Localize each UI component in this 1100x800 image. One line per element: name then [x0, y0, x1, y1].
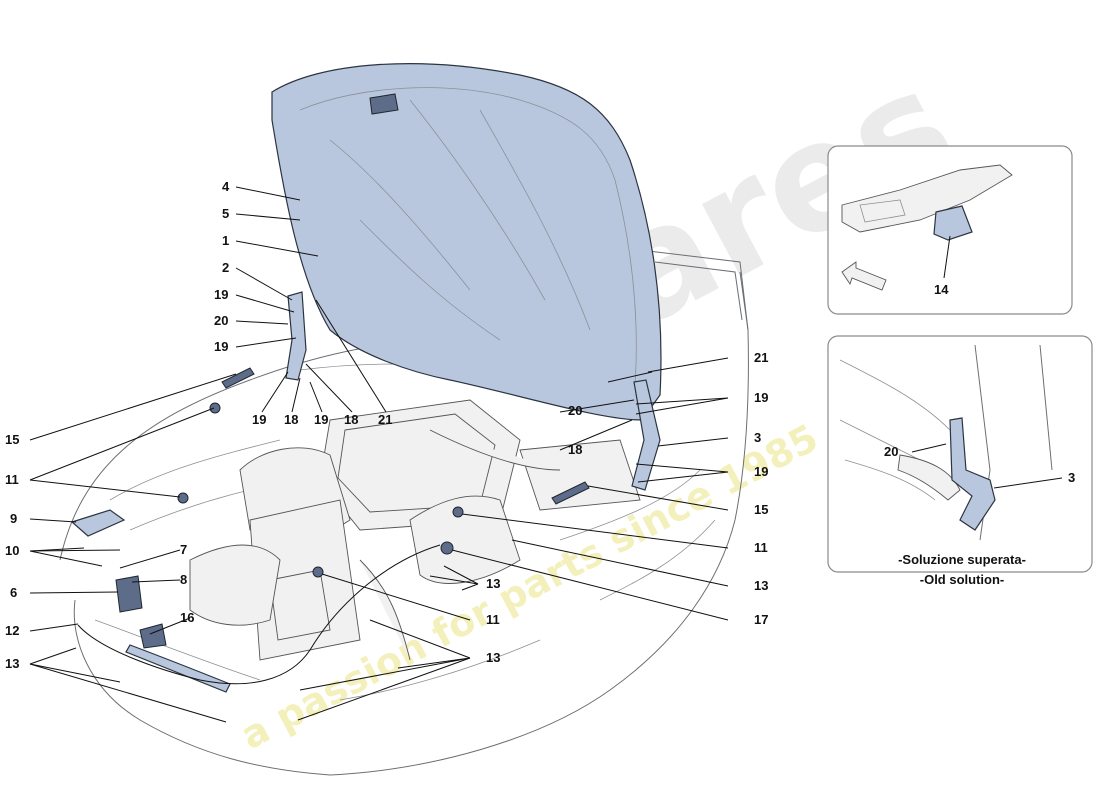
callout-1: 1	[222, 233, 229, 248]
hood-assembly	[271, 63, 662, 421]
callout-16: 16	[180, 610, 194, 625]
release-cable	[77, 544, 441, 685]
callout-19: 19	[754, 464, 768, 479]
buffer-11a	[209, 402, 221, 414]
engine-assembly	[189, 399, 641, 661]
callout-9: 9	[10, 511, 17, 526]
callout-11: 11	[5, 472, 19, 487]
hinge-right	[631, 379, 661, 491]
callout-21: 21	[754, 350, 768, 365]
callout-2: 2	[222, 260, 229, 275]
callout-13: 13	[486, 650, 500, 665]
strut-right	[551, 481, 590, 505]
callout-19: 19	[314, 412, 328, 427]
callout-3: 3	[1068, 470, 1075, 485]
buffer-11b	[177, 492, 189, 504]
callout-11: 11	[754, 540, 768, 555]
callout-21: 21	[378, 412, 392, 427]
callout-19: 19	[252, 412, 266, 427]
old-solution-caption-en: -Old solution-	[920, 572, 1004, 587]
inset-part-14: 14	[827, 145, 1073, 315]
latch-support	[70, 509, 126, 537]
callout-5: 5	[222, 206, 229, 221]
callout-20: 20	[568, 403, 582, 418]
callout-7: 7	[180, 542, 187, 557]
callout-13: 13	[754, 578, 768, 593]
callout-20: 20	[214, 313, 228, 328]
direction-arrow-icon	[841, 261, 887, 291]
latch	[115, 575, 143, 613]
old-solution-caption-it: -Soluzione superata-	[898, 552, 1026, 567]
hinge-left	[285, 291, 307, 381]
callout-13: 13	[486, 576, 500, 591]
inset-old-solution: 20 3 -Soluzione superata- -Old solution-	[827, 335, 1093, 587]
callout-17: 17	[754, 612, 768, 627]
callout-6: 6	[10, 585, 17, 600]
seal-strip	[125, 644, 231, 693]
leader-lines	[29, 186, 729, 723]
buffer-11d	[452, 506, 464, 518]
hood-panel	[271, 63, 662, 421]
callout-labels: 4 5 1 2 19 20 19 15 11 9 10 6 12 13 7 8 …	[5, 179, 768, 671]
callout-13: 13	[5, 656, 19, 671]
callout-11: 11	[486, 612, 500, 627]
buffer-11c	[312, 566, 324, 578]
callout-12: 12	[5, 623, 19, 638]
callout-10: 10	[5, 543, 19, 558]
buffer-17	[440, 541, 454, 555]
callout-15: 15	[5, 432, 19, 447]
callout-15: 15	[754, 502, 768, 517]
callout-18: 18	[284, 412, 298, 427]
callout-18: 18	[344, 412, 358, 427]
callout-20: 20	[884, 444, 898, 459]
callout-19: 19	[214, 287, 228, 302]
hinge-old	[949, 417, 996, 531]
strut-left	[221, 367, 255, 389]
release-handle	[139, 623, 167, 649]
callout-8: 8	[180, 572, 187, 587]
callout-19: 19	[214, 339, 228, 354]
callout-4: 4	[222, 179, 230, 194]
callout-19: 19	[754, 390, 768, 405]
callout-3: 3	[754, 430, 761, 445]
callout-14: 14	[934, 282, 949, 297]
callout-18: 18	[568, 442, 582, 457]
